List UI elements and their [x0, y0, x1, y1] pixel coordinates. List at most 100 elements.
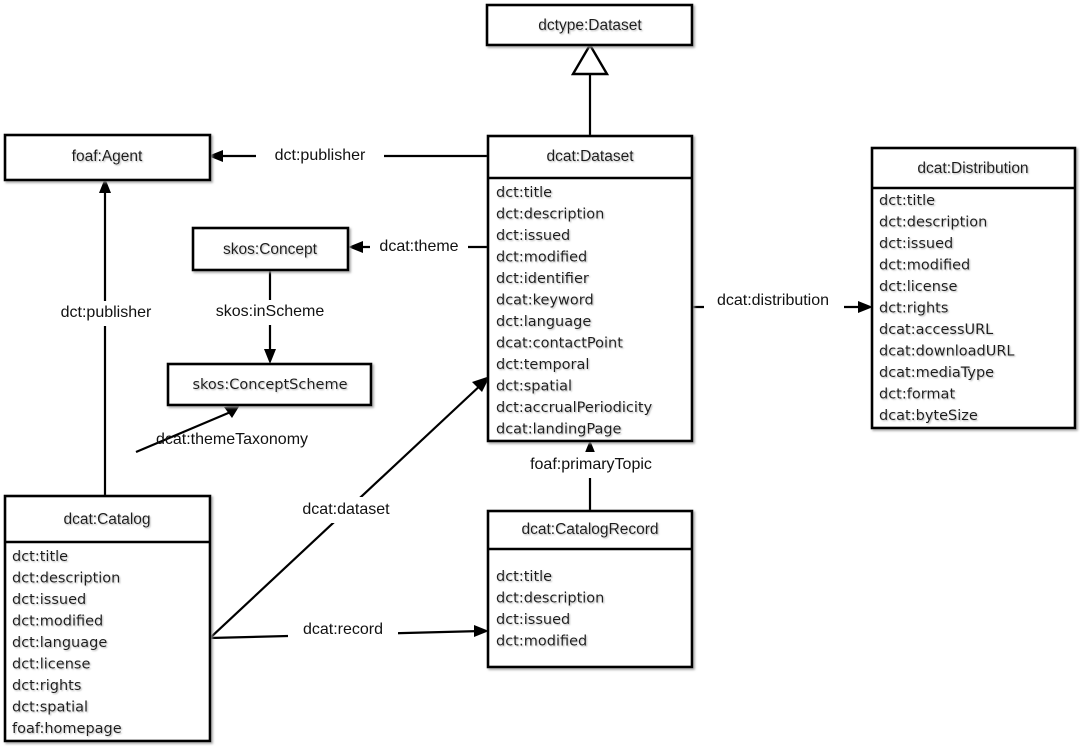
edge-label-dcat-record: dcat:record	[303, 621, 383, 638]
edge-skos-inscheme: skos:inScheme	[207, 270, 333, 364]
publisher-dataset-arrowhead-icon	[208, 150, 223, 162]
class-attribute: dct:title	[496, 569, 552, 585]
edge-label-dcat-dataset: dcat:dataset	[302, 501, 390, 518]
class-attribute: dcat:keyword	[496, 293, 594, 309]
publisher-catalog-label-bg	[45, 301, 167, 326]
class-attribute: dct:title	[496, 185, 552, 201]
class-attribute: dct:rights	[879, 301, 948, 317]
class-attribute: dct:modified	[496, 250, 587, 266]
class-attribute: dct:language	[496, 314, 591, 330]
class-attribute: dct:description	[879, 215, 987, 231]
class-attribute: dct:temporal	[496, 357, 589, 373]
attribute-list-dcat-dataset: dct:title dct:description dct:issued dct:mo…	[496, 185, 653, 438]
class-attribute: dct:modified	[496, 634, 587, 650]
class-box-dcat-distribution[interactable]	[870, 146, 1077, 430]
class-box-dcat-catalogrecord[interactable]	[486, 509, 694, 669]
class-box-dcat-dataset[interactable]	[486, 134, 694, 443]
class-attribute: dcat:mediaType	[879, 365, 994, 381]
inscheme-label-bg	[207, 300, 333, 325]
edge-label-dct-publisher-catalog: dct:publisher	[61, 304, 152, 321]
class-attribute: dct:description	[12, 571, 120, 587]
class-attribute: dct:description	[496, 591, 604, 607]
dataset-label-bg	[288, 497, 406, 523]
edge-label-foaf-primarytopic: foaf:primaryTopic	[530, 456, 652, 473]
dcat-distribution-rect	[870, 146, 1077, 430]
distribution-arrowhead-icon	[858, 301, 873, 313]
class-attribute: dct:format	[879, 387, 955, 403]
class-attribute: dct:issued	[496, 228, 570, 244]
class-box-dctype-dataset[interactable]	[485, 3, 694, 47]
themetaxonomy-line	[135, 409, 234, 454]
edge-dct-publisher-dataset: dct:publisher	[208, 143, 488, 168]
class-box-dcat-catalog[interactable]	[3, 494, 212, 743]
class-box-foaf-agent[interactable]	[3, 133, 212, 182]
class-attribute: dct:description	[496, 207, 604, 223]
foaf-agent-rect	[3, 133, 212, 182]
dctype-dataset-rect	[485, 3, 694, 47]
edge-dcat-dataset: dcat:dataset	[209, 376, 490, 639]
inscheme-arrowhead-icon	[264, 349, 276, 364]
dcat-dataset-rect	[486, 134, 694, 443]
class-title-dctype-dataset: dctype:Dataset	[538, 17, 642, 34]
class-attribute: dct:issued	[496, 612, 570, 628]
class-title-skos-concept: skos:Concept	[223, 241, 318, 258]
distribution-label-bg	[704, 288, 844, 314]
record-label-bg	[288, 617, 398, 643]
class-attribute: dct:license	[12, 657, 90, 673]
class-attribute: dct:spatial	[496, 379, 572, 395]
edge-label-skos-inscheme: skos:inScheme	[216, 303, 325, 320]
edge-generalization	[570, 42, 610, 136]
class-attribute: dct:title	[12, 549, 68, 565]
class-title-dcat-catalog: dcat:Catalog	[63, 511, 150, 528]
publisher-dataset-label-bg	[256, 143, 384, 168]
attribute-list-dcat-distribution: dct:title dct:description dct:issued dct:mo…	[879, 193, 1015, 424]
class-title-skos-conceptscheme: skos:ConceptScheme	[192, 377, 347, 393]
class-attribute: dct:identifier	[496, 271, 589, 287]
edge-dcat-record: dcat:record	[209, 617, 489, 643]
class-attribute: dct:spatial	[12, 700, 88, 716]
edge-label-dct-publisher-dataset: dct:publisher	[275, 147, 366, 164]
class-attribute: dct:title	[879, 193, 935, 209]
class-box-skos-concept[interactable]	[191, 226, 350, 272]
class-attribute: dct:rights	[12, 678, 81, 694]
attribute-list-dcat-catalogrecord: dct:title dct:description dct:issued dct:mo…	[496, 569, 604, 650]
edge-dcat-theme: dcat:theme	[348, 235, 488, 260]
class-attribute: dcat:landingPage	[496, 422, 622, 438]
edge-dcat-distribution: dcat:distribution	[692, 288, 873, 314]
primarytopic-label-bg	[515, 452, 667, 478]
class-title-dcat-dataset: dcat:Dataset	[546, 148, 634, 165]
skos-concept-rect	[191, 226, 350, 272]
class-attribute: dct:accrualPeriodicity	[496, 400, 653, 416]
class-attribute: dcat:byteSize	[879, 408, 978, 424]
skos-conceptscheme-rect	[166, 362, 373, 407]
theme-arrowhead-icon	[348, 241, 363, 253]
class-title-foaf-agent: foaf:Agent	[72, 148, 143, 165]
class-box-skos-conceptscheme[interactable]	[166, 362, 373, 407]
record-arrowhead-icon	[474, 625, 489, 637]
edge-dct-publisher-catalog: dct:publisher	[45, 178, 167, 496]
class-attribute: dct:language	[12, 635, 107, 651]
dcat-catalogrecord-rect	[486, 509, 694, 669]
class-attribute: dct:license	[879, 279, 957, 295]
class-title-dcat-distribution: dcat:Distribution	[917, 160, 1028, 177]
theme-label-bg	[370, 235, 468, 260]
edge-label-dcat-distribution: dcat:distribution	[717, 292, 829, 309]
class-attribute: dcat:accessURL	[879, 322, 993, 338]
class-title-dcat-catalogrecord: dcat:CatalogRecord	[522, 521, 659, 538]
class-attribute: dct:modified	[879, 258, 970, 274]
class-attribute: dct:issued	[879, 236, 953, 252]
primarytopic-arrowhead-icon	[584, 440, 596, 455]
generalization-triangle-icon	[570, 42, 610, 76]
attribute-list-dcat-catalog: dct:titledct:descriptiondct:issueddct:mo…	[12, 549, 122, 737]
dcat-catalog-rect	[3, 494, 212, 743]
class-attribute: foaf:homepage	[12, 721, 122, 737]
publisher-catalog-arrowhead-icon	[99, 178, 111, 193]
class-attribute: dct:issued	[12, 592, 86, 608]
edge-foaf-primarytopic: foaf:primaryTopic	[515, 440, 667, 511]
dataset-arrowhead-icon	[472, 376, 490, 392]
edge-dcat-themetaxonomy: dcat:themeTaxonomy	[135, 405, 308, 454]
class-attribute: dcat:contactPoint	[496, 336, 623, 352]
class-attribute: dcat:downloadURL	[879, 344, 1015, 360]
